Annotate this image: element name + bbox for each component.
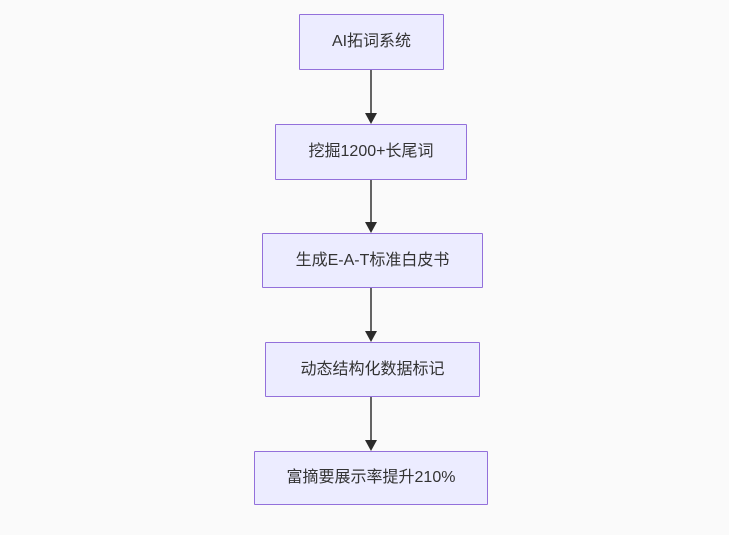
flow-node-step5-label: 富摘要展示率提升210% bbox=[286, 469, 456, 487]
flow-edge-3-arrow-down-icon bbox=[365, 288, 377, 342]
flow-edge-4-arrow-down-icon bbox=[365, 397, 377, 451]
flow-edge-1-arrow-down-icon bbox=[365, 70, 377, 124]
flow-node-step1-label: AI拓词系统 bbox=[331, 33, 412, 51]
flow-node-step4: 动态结构化数据标记 bbox=[265, 342, 480, 397]
flow-node-step1: AI拓词系统 bbox=[299, 14, 444, 70]
flow-node-step3: 生成E-A-T标准白皮书 bbox=[262, 233, 483, 288]
flow-node-step2: 挖掘1200+长尾词 bbox=[275, 124, 467, 180]
flow-node-step5: 富摘要展示率提升210% bbox=[254, 451, 488, 505]
flow-node-step4-label: 动态结构化数据标记 bbox=[300, 360, 445, 378]
flow-node-step3-label: 生成E-A-T标准白皮书 bbox=[295, 251, 450, 269]
flow-edge-2-arrow-down-icon bbox=[365, 180, 377, 233]
flow-node-step2-label: 挖掘1200+长尾词 bbox=[308, 143, 434, 161]
